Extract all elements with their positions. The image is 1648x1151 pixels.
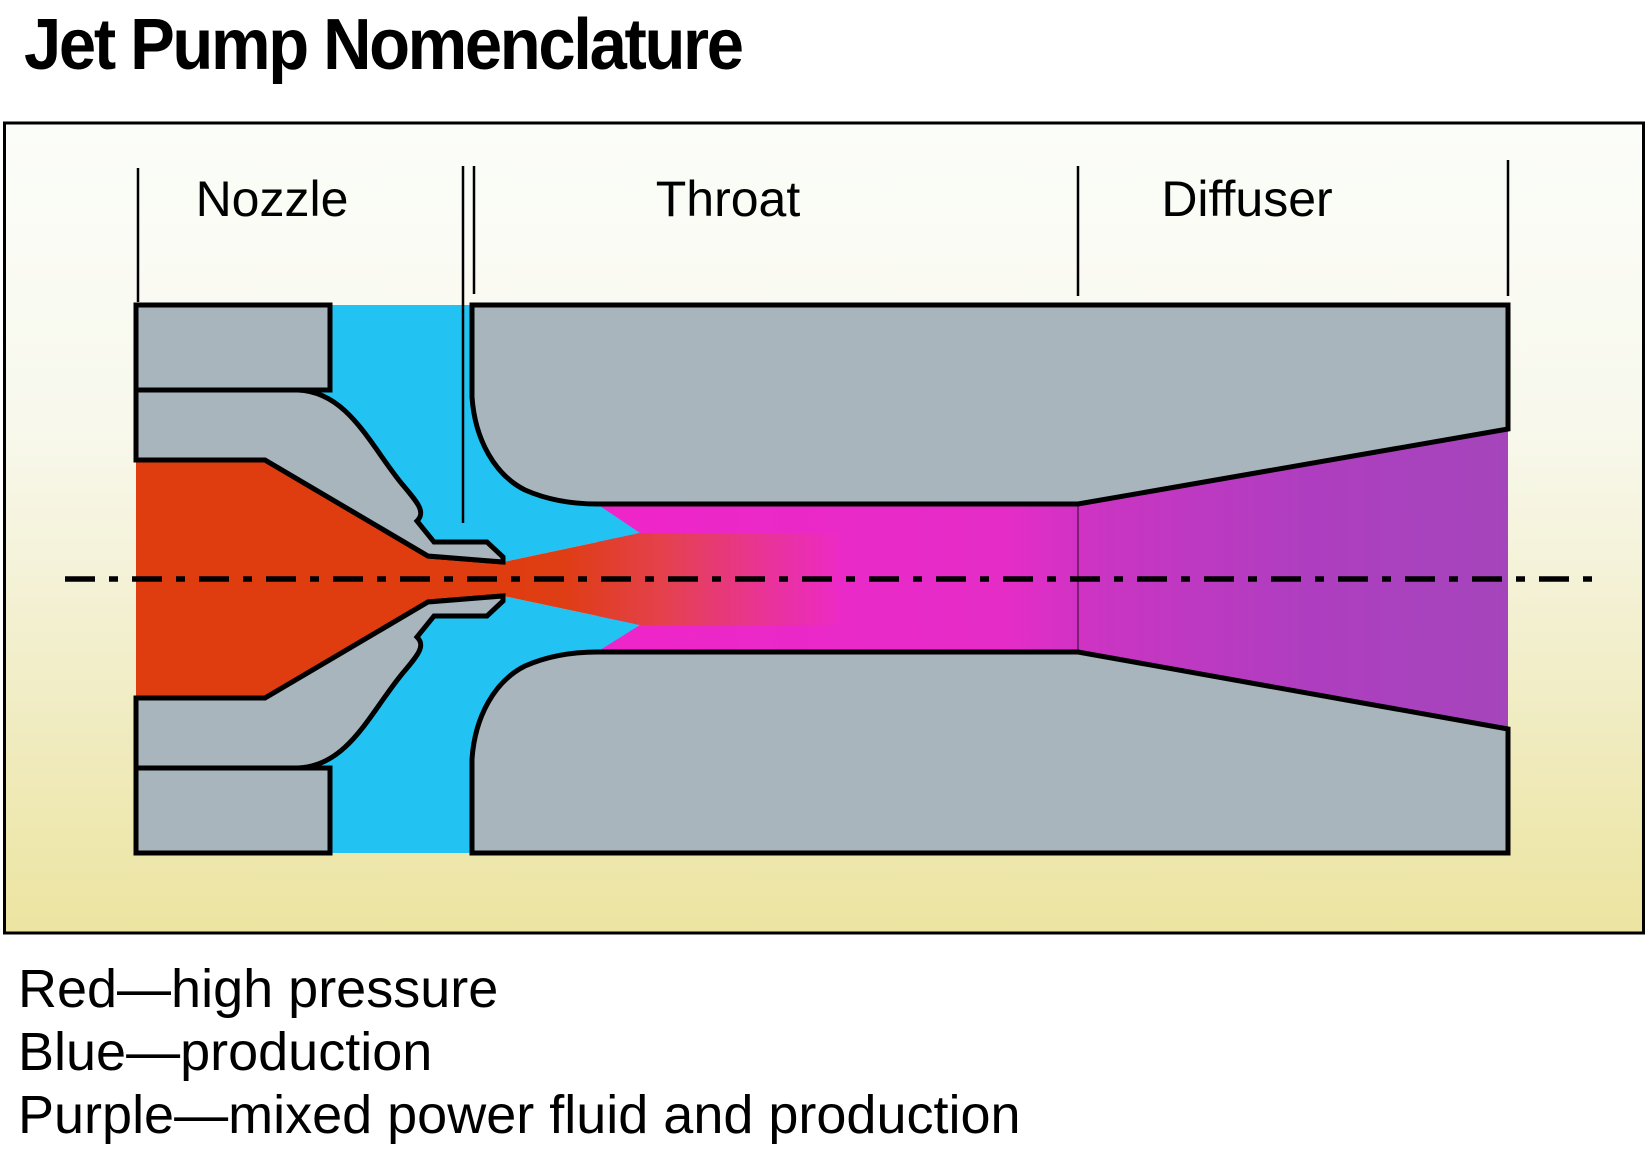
nozzle-lower-flange	[133, 765, 333, 856]
section-label-throat: Throat	[655, 171, 801, 227]
legend-line-red: Red—high pressure	[18, 959, 499, 1019]
page-title: Jet Pump Nomenclature	[24, 5, 744, 85]
high-pressure-fluid-red	[136, 460, 503, 698]
nozzle-lower-cone	[133, 593, 506, 771]
legend-line-purple: Purple—mixed power fluid and production	[18, 1085, 1021, 1145]
section-label-nozzle: Nozzle	[195, 171, 349, 227]
section-label-diffuser: Diffuser	[1161, 171, 1333, 227]
nozzle-upper-flange	[133, 302, 333, 393]
nozzle-upper-cone	[133, 387, 506, 565]
legend-line-blue: Blue—production	[18, 1022, 433, 1082]
color-legend: Red—high pressure Blue—production Purple…	[18, 958, 1021, 1147]
body-upper-wall	[469, 302, 1511, 507]
body-lower-wall	[469, 649, 1511, 856]
